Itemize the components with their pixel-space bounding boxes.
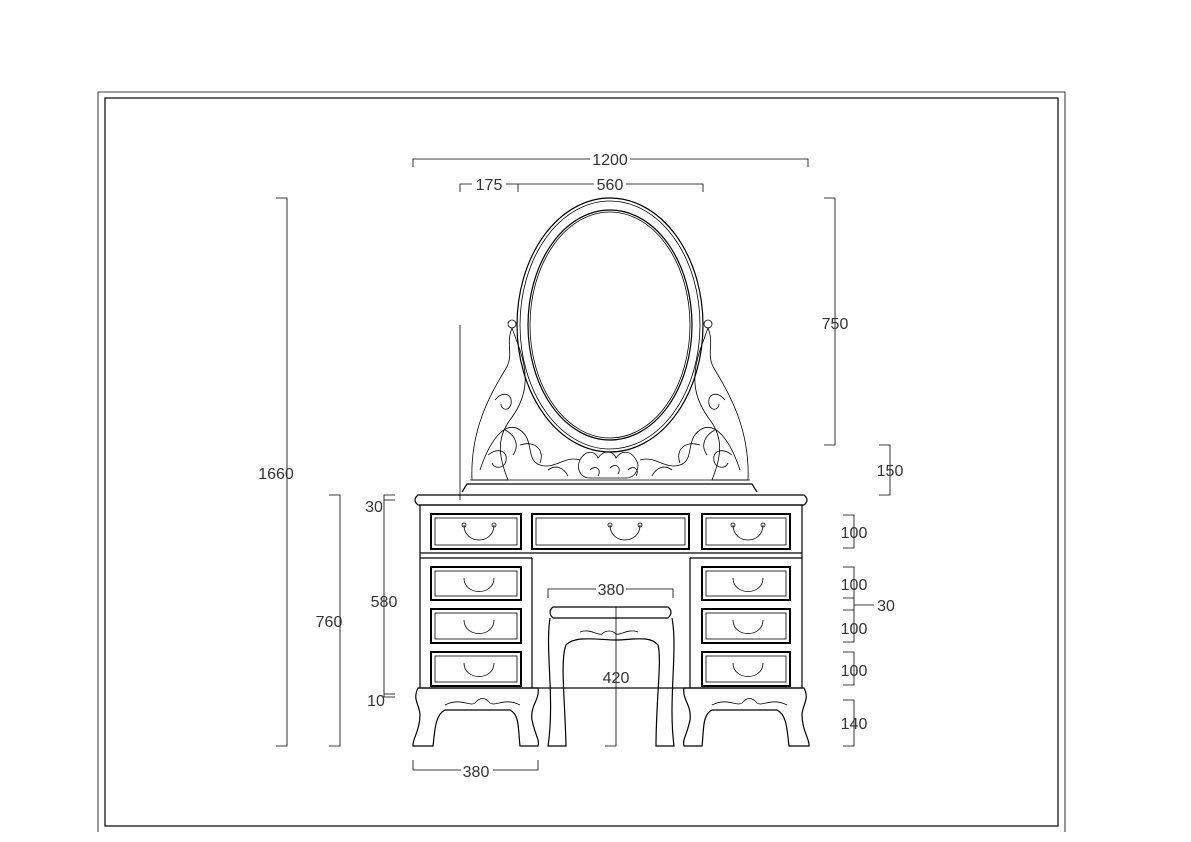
- dim-table-height: 760: [316, 614, 343, 631]
- oval-mirror: [516, 197, 704, 453]
- dim-pedestal-width: 380: [463, 764, 490, 781]
- drawer-handles: [461, 522, 766, 677]
- dim-base-gap: 10: [367, 693, 385, 710]
- dim-leg-height: 140: [841, 716, 868, 733]
- dim-top-thickness: 30: [365, 499, 383, 516]
- dim-mirror-height: 750: [822, 316, 849, 333]
- dim-mirror-stand-height: 150: [877, 463, 904, 480]
- dim-body-height: 580: [371, 594, 398, 611]
- dim-drawer-3: 100: [841, 621, 868, 638]
- dim-stool-height: 420: [603, 670, 630, 687]
- dim-overall-width: 1200: [592, 152, 628, 169]
- dim-stool-width: 380: [598, 582, 625, 599]
- dimensions: 1200 175 560 1660 760 580 30 10 750 150 …: [258, 150, 903, 781]
- dim-drawer-4: 100: [841, 663, 868, 680]
- dim-mirror-width: 560: [597, 177, 624, 194]
- mirror-carved-stand: [461, 319, 758, 493]
- dim-top-drawer: 100: [841, 525, 868, 542]
- dressing-table: [412, 494, 810, 747]
- dim-overall-height: 1660: [258, 466, 294, 483]
- drawing-border: [97, 91, 1066, 832]
- dim-mirror-offset: 175: [476, 177, 503, 194]
- dim-drawer-gap: 30: [877, 598, 895, 615]
- dim-drawer-2: 100: [841, 577, 868, 594]
